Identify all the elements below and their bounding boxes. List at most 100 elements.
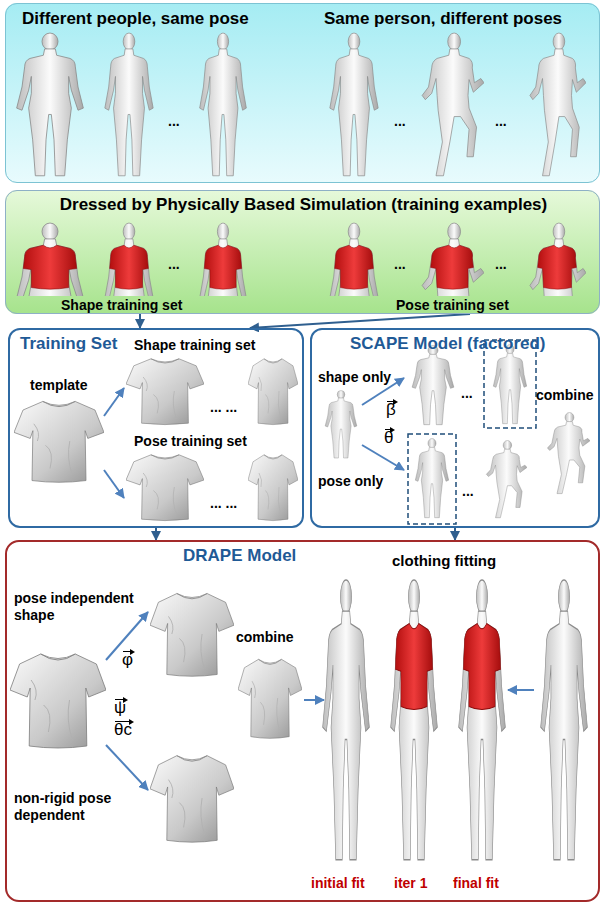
drape-figures [10, 580, 587, 860]
body-figure [105, 33, 153, 176]
item-label: combine [536, 387, 594, 404]
box-heading: Training Set [20, 334, 117, 354]
parameter-symbol: θc [114, 720, 132, 740]
ellipsis-label: ... ... [210, 495, 237, 512]
box-heading: SCAPE Model (factored) [350, 334, 546, 354]
flow-arrow [362, 445, 404, 470]
ellipsis-label: ... ... [210, 399, 237, 416]
drape-model-box: DRAPE Model pose independent shape non-rig… [5, 540, 600, 902]
flow-connector [155, 528, 157, 540]
shirt [204, 245, 241, 289]
ellipsis-label: ... [168, 113, 180, 130]
scape-model-box: SCAPE Model (factored) shape only pose onl… [310, 328, 600, 528]
body-figure [325, 391, 357, 459]
ellipsis-label: ... [461, 385, 473, 402]
ellipsis-label: ... [462, 483, 474, 500]
flow-connector [139, 314, 141, 328]
flow-connector [250, 314, 470, 328]
body-figure [493, 345, 526, 424]
flow-arrow [304, 699, 324, 701]
set-label: Shape training set [134, 337, 255, 354]
body-figure [412, 346, 454, 425]
parameter-symbol: ψ [114, 698, 126, 718]
body-figure [547, 413, 590, 494]
flow-arrow [104, 470, 124, 498]
shirt [538, 245, 577, 289]
shirt [463, 624, 500, 710]
parameter-symbol: θ [384, 428, 393, 448]
training-set-box: Training Set template Shape training setPo… [8, 328, 304, 528]
body-figure [422, 223, 484, 296]
set-label: Pose training set [134, 433, 247, 450]
flow-connector [454, 528, 456, 540]
shirt-mesh [150, 756, 234, 842]
panel-fill [5, 3, 600, 183]
shirt [431, 245, 474, 289]
training-shirts [14, 359, 298, 521]
body-figure [323, 580, 370, 860]
shirt-mesh [14, 401, 104, 482]
body-figure [530, 223, 586, 296]
set-label: Pose training set [396, 297, 509, 314]
body-figure [391, 580, 438, 860]
panel-heading: Same person, different poses [324, 9, 562, 29]
body-figure [17, 33, 84, 176]
item-label: shape only [318, 369, 391, 386]
result-label: final fit [453, 875, 499, 892]
result-label: iter 1 [394, 875, 427, 892]
shirt [395, 624, 432, 710]
shirt-mesh [238, 659, 302, 738]
parameter-symbol: φ [122, 650, 133, 670]
ellipsis-label: ... [394, 113, 406, 130]
set-label: Shape training set [61, 297, 182, 314]
ellipsis-label: ... [495, 256, 507, 273]
shirt-mesh [10, 654, 106, 748]
ellipsis-label: ... [168, 256, 180, 273]
shirt [327, 624, 364, 710]
body-row [17, 33, 586, 176]
shirt-mesh [150, 594, 234, 677]
dressed-row [17, 223, 586, 296]
ellipsis-label: ... [495, 113, 507, 130]
shirt [110, 245, 149, 289]
item-label: clothing fitting [392, 552, 496, 570]
body-figure [200, 223, 247, 296]
body-figure [415, 439, 448, 518]
body-figure [541, 580, 588, 860]
shirt [335, 245, 374, 289]
body-figure [17, 223, 84, 296]
box-heading: DRAPE Model [183, 546, 296, 566]
panel-heading: Different people, same pose [22, 9, 249, 29]
input-bodies-panel: Different people, same pose Same person, … [5, 3, 600, 183]
item-label: pose independent shape [14, 590, 146, 624]
body-figure [459, 580, 506, 860]
scape-figures [325, 340, 590, 524]
body-figure [486, 441, 527, 518]
item-label: pose only [318, 473, 383, 490]
shirt-mesh [126, 455, 204, 521]
result-label: initial fit [311, 875, 365, 892]
shirt-mesh [248, 359, 298, 425]
item-label: combine [236, 629, 294, 646]
item-label: template [30, 377, 88, 394]
simulation-panel: Dressed by Physically Based Simulation (… [5, 190, 600, 314]
item-label: non-rigid pose dependent [14, 790, 146, 824]
body-figure [200, 33, 247, 176]
ellipsis-label: ... [394, 256, 406, 273]
body-figure [105, 223, 153, 296]
panel-fill [5, 190, 600, 314]
parameter-symbol: β [386, 400, 396, 420]
flow-arrow [104, 388, 124, 416]
body-figure [530, 33, 586, 176]
shirt-mesh [126, 359, 204, 425]
shirt-mesh [248, 455, 298, 521]
body-figure [422, 33, 484, 176]
dashed-frame [484, 340, 536, 428]
panel-heading: Dressed by Physically Based Simulation (… [11, 195, 596, 215]
flow-arrow [106, 745, 148, 790]
dashed-frame [408, 434, 456, 524]
body-figure [330, 33, 378, 176]
flow-arrow [508, 689, 534, 691]
body-figure [330, 223, 378, 296]
